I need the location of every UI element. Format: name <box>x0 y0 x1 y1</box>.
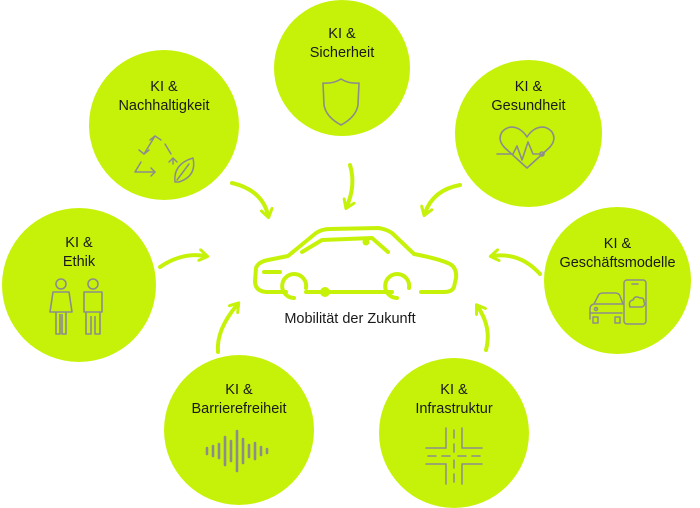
topic-label-gesundheit: KI & Gesundheit <box>491 79 566 114</box>
topic-circle-infrastruktur: KI & Infrastruktur <box>379 358 529 508</box>
topic-label-sicherheit: KI & Sicherheit <box>309 26 375 61</box>
recycle-leaf-icon <box>134 135 195 183</box>
topic-circle-sicherheit: KI & Sicherheit <box>274 0 410 136</box>
center-label: Mobilität der Zukunft <box>284 311 416 327</box>
topic-circle-ethik: KI & Ethik <box>2 208 156 362</box>
arrow-barrierefreiheit <box>215 305 237 354</box>
arrow-sicherheit <box>347 163 352 206</box>
topic-circle-gesundheit: KI & Gesundheit <box>455 60 602 207</box>
road-junction-icon <box>425 427 483 485</box>
topic-label-nachhaltigkeit: KI & Nachhaltigkeit <box>118 79 210 114</box>
topic-circle-barrierefreiheit: KI & Barrierefreiheit <box>164 355 314 505</box>
topic-circle-nachhaltigkeit: KI & Nachhaltigkeit <box>89 50 239 200</box>
topic-circle-geschaeftsmodelle: KI & Geschäftsmodelle <box>544 207 691 354</box>
arrow-infrastruktur <box>478 307 490 352</box>
arrow-gesundheit <box>425 183 462 213</box>
heart-pulse-icon <box>496 126 555 169</box>
shield-icon <box>322 78 360 126</box>
topic-label-infrastruktur: KI & Infrastruktur <box>415 382 493 417</box>
topic-label-geschaeftsmodelle: KI & Geschäftsmodelle <box>559 236 676 271</box>
people-icon <box>49 278 103 335</box>
arrow-nachhaltigkeit <box>230 181 268 215</box>
topic-label-barrierefreiheit: KI & Barrierefreiheit <box>191 382 287 417</box>
arrow-ethik <box>158 255 205 269</box>
sound-wave-icon <box>205 429 269 473</box>
car-phone-cloud-icon <box>589 279 647 325</box>
arrow-geschaeftsmodelle <box>493 255 542 276</box>
topic-label-ethik: KI & Ethik <box>62 235 96 270</box>
